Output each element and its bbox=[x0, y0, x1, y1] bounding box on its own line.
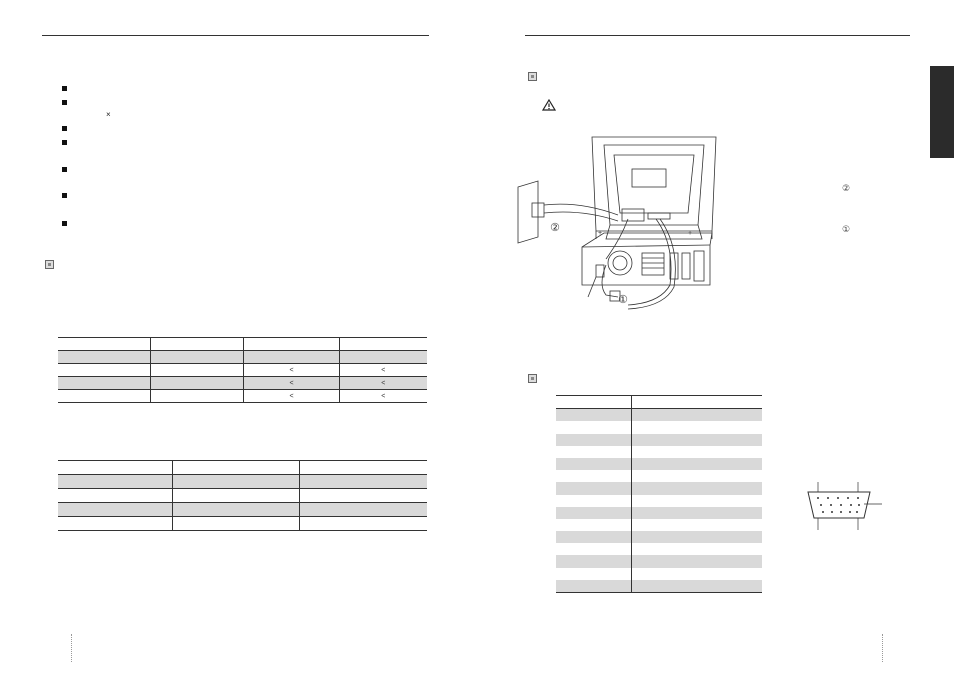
t2-r0c1 bbox=[172, 474, 300, 489]
pin-r6b bbox=[632, 470, 763, 482]
t1-r1c0 bbox=[58, 363, 151, 377]
t1-r2c1 bbox=[150, 376, 244, 390]
bullet-4 bbox=[62, 140, 67, 145]
t1-h2 bbox=[243, 337, 340, 351]
t1-r0c2 bbox=[243, 350, 340, 364]
timing-table-1: < < < < < < bbox=[58, 337, 427, 403]
pin-assignment-table bbox=[556, 395, 762, 593]
t2-r2c2 bbox=[298, 502, 427, 517]
pin-h0 bbox=[556, 395, 632, 410]
t2-r2c1 bbox=[172, 502, 300, 517]
left-page-footer-mark bbox=[71, 634, 72, 662]
pin-r1b bbox=[631, 408, 762, 422]
t2-r1c0 bbox=[58, 488, 173, 503]
monitor-rear-drawing bbox=[591, 136, 717, 240]
pin-r11a bbox=[556, 531, 632, 544]
chapter-tab bbox=[930, 66, 954, 158]
pin-r5b bbox=[631, 457, 762, 471]
pin-r10a bbox=[556, 518, 632, 532]
callout-2: ② bbox=[842, 183, 851, 193]
pin-r6a bbox=[556, 470, 632, 483]
t1-h3 bbox=[338, 337, 427, 351]
t1-r2c2: < bbox=[243, 376, 340, 390]
t1-r2c3: < bbox=[338, 376, 427, 390]
t2-h2 bbox=[298, 460, 427, 475]
pin-r11b bbox=[631, 531, 762, 544]
bullet-1 bbox=[62, 86, 67, 91]
t1-r0c0 bbox=[58, 350, 151, 364]
pin-r2b bbox=[632, 421, 763, 433]
pin-r8a bbox=[556, 494, 632, 507]
pin-r1a bbox=[556, 408, 632, 422]
pin-h1 bbox=[631, 395, 762, 410]
connection-illustration: + + ② ① bbox=[517, 136, 717, 310]
pin-r12b bbox=[632, 543, 763, 555]
t1-r3c0 bbox=[58, 389, 151, 403]
left-header-rule bbox=[42, 35, 429, 36]
right-header-rule bbox=[525, 35, 910, 36]
pin-r5a bbox=[556, 457, 632, 471]
t1-r3c1 bbox=[150, 389, 244, 403]
right-page-footer-mark bbox=[882, 634, 883, 662]
pin-r7a bbox=[556, 482, 632, 495]
section-icon-left bbox=[45, 260, 54, 269]
pin-r4b bbox=[632, 446, 763, 458]
svg-text:+: + bbox=[688, 230, 692, 237]
t2-r2c0 bbox=[58, 502, 173, 517]
timing-table-2 bbox=[58, 460, 427, 531]
t2-r3c2 bbox=[298, 516, 427, 531]
pin-r7b bbox=[631, 482, 762, 495]
pin-r13a bbox=[556, 555, 632, 568]
computer-drawing bbox=[581, 232, 713, 286]
bullet-3 bbox=[62, 126, 67, 131]
t2-r0c2 bbox=[298, 474, 427, 489]
t1-h0 bbox=[58, 337, 151, 351]
bullet-2 bbox=[62, 100, 67, 105]
warning-triangle-icon bbox=[542, 99, 556, 111]
pin-r10b bbox=[632, 519, 763, 531]
svg-text:①: ① bbox=[618, 294, 628, 306]
dsub15-connector-icon bbox=[807, 482, 882, 530]
t2-r3c0 bbox=[58, 516, 173, 531]
times-sign: × bbox=[106, 110, 111, 119]
t1-r0c1 bbox=[150, 350, 244, 364]
t1-r1c2: < bbox=[243, 363, 340, 377]
pin-r4a bbox=[556, 445, 632, 458]
t1-r0c3 bbox=[338, 350, 427, 364]
t1-r1c3: < bbox=[338, 363, 427, 377]
pin-r8b bbox=[632, 495, 763, 507]
pin-r9b bbox=[631, 506, 762, 519]
pin-r15b bbox=[631, 579, 762, 593]
pin-r12a bbox=[556, 543, 632, 556]
bullet-7 bbox=[62, 221, 67, 226]
t2-r3c1 bbox=[172, 516, 300, 531]
pin-r3b bbox=[631, 433, 762, 446]
t2-r1c2 bbox=[298, 488, 427, 503]
section-icon-right-1 bbox=[528, 72, 537, 81]
bullet-6 bbox=[62, 193, 67, 198]
t1-r3c2: < bbox=[243, 389, 340, 403]
t1-h1 bbox=[150, 337, 244, 351]
callout-1: ① bbox=[842, 224, 851, 234]
t2-r1c1 bbox=[172, 488, 300, 503]
t2-r0c0 bbox=[58, 474, 173, 489]
pin-r14b bbox=[632, 568, 763, 580]
t2-h0 bbox=[58, 460, 173, 475]
svg-text:②: ② bbox=[550, 222, 560, 234]
t1-r2c0 bbox=[58, 376, 151, 390]
t1-r1c1 bbox=[150, 363, 244, 377]
pin-r15a bbox=[556, 579, 632, 593]
t2-h1 bbox=[172, 460, 300, 475]
pin-r14a bbox=[556, 567, 632, 580]
pin-r2a bbox=[556, 421, 632, 434]
pin-r3a bbox=[556, 433, 632, 446]
t1-r3c3: < bbox=[338, 389, 427, 403]
bullet-5 bbox=[62, 167, 67, 172]
section-icon-right-2 bbox=[528, 374, 537, 383]
pin-r9a bbox=[556, 506, 632, 519]
pin-r13b bbox=[631, 555, 762, 568]
wall-outlet-drawing bbox=[517, 180, 619, 244]
svg-text:+: + bbox=[598, 230, 602, 237]
